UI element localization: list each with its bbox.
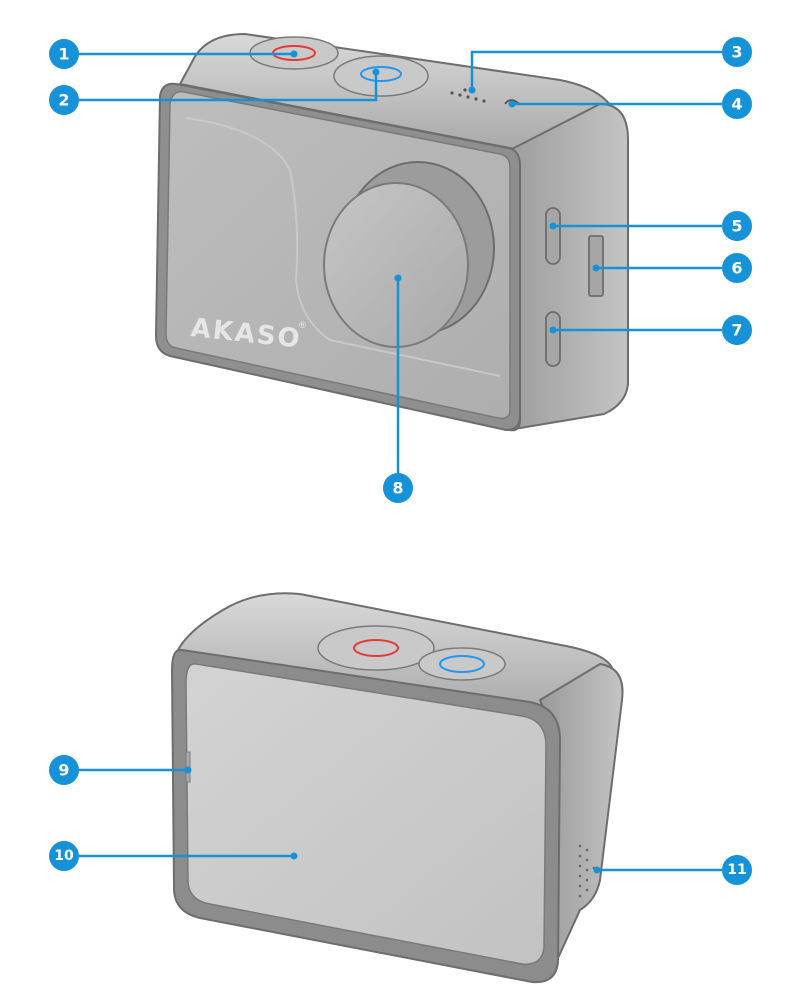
callout-11: 11 xyxy=(722,855,752,885)
svg-text:11: 11 xyxy=(727,862,746,878)
callout-4: 4 xyxy=(722,89,752,119)
leader-9-dot xyxy=(185,767,192,774)
svg-text:4: 4 xyxy=(731,95,742,114)
leader-10-dot xyxy=(291,853,298,860)
side-port-lower[interactable] xyxy=(546,312,560,366)
svg-text:10: 10 xyxy=(54,848,74,864)
callout-1: 1 xyxy=(49,39,79,69)
back-power-button-base[interactable] xyxy=(419,648,505,680)
svg-text:7: 7 xyxy=(731,321,742,340)
svg-text:9: 9 xyxy=(58,761,69,780)
leader-11-dot xyxy=(594,867,601,874)
callout-9: 9 xyxy=(49,755,79,785)
svg-text:1: 1 xyxy=(58,45,69,64)
leader-8-dot xyxy=(395,275,402,282)
leader-6-dot xyxy=(593,265,600,272)
leader-3-dot xyxy=(469,87,476,94)
callout-10: 10 xyxy=(49,841,79,871)
callout-2: 2 xyxy=(49,85,79,115)
front-camera: AKASO ® xyxy=(156,34,628,430)
callout-6: 6 xyxy=(722,253,752,283)
leader-5-dot xyxy=(550,223,557,230)
leader-2-dot xyxy=(373,69,380,76)
back-shutter-button-base[interactable] xyxy=(318,626,434,670)
back-camera xyxy=(172,593,623,982)
leader-1-dot xyxy=(291,51,298,58)
svg-text:3: 3 xyxy=(731,43,742,62)
svg-text:6: 6 xyxy=(731,259,742,278)
power-button-base[interactable] xyxy=(334,56,428,96)
leader-4-dot xyxy=(509,101,516,108)
side-port-upper[interactable] xyxy=(546,208,560,264)
svg-text:8: 8 xyxy=(392,479,403,498)
svg-text:2: 2 xyxy=(58,91,69,110)
leader-7-dot xyxy=(550,327,557,334)
callout-5: 5 xyxy=(722,211,752,241)
callout-8: 8 xyxy=(383,473,413,503)
callout-3: 3 xyxy=(722,37,752,67)
svg-text:5: 5 xyxy=(731,217,742,236)
callout-7: 7 xyxy=(722,315,752,345)
brand-logo-mark: ® xyxy=(298,321,307,331)
